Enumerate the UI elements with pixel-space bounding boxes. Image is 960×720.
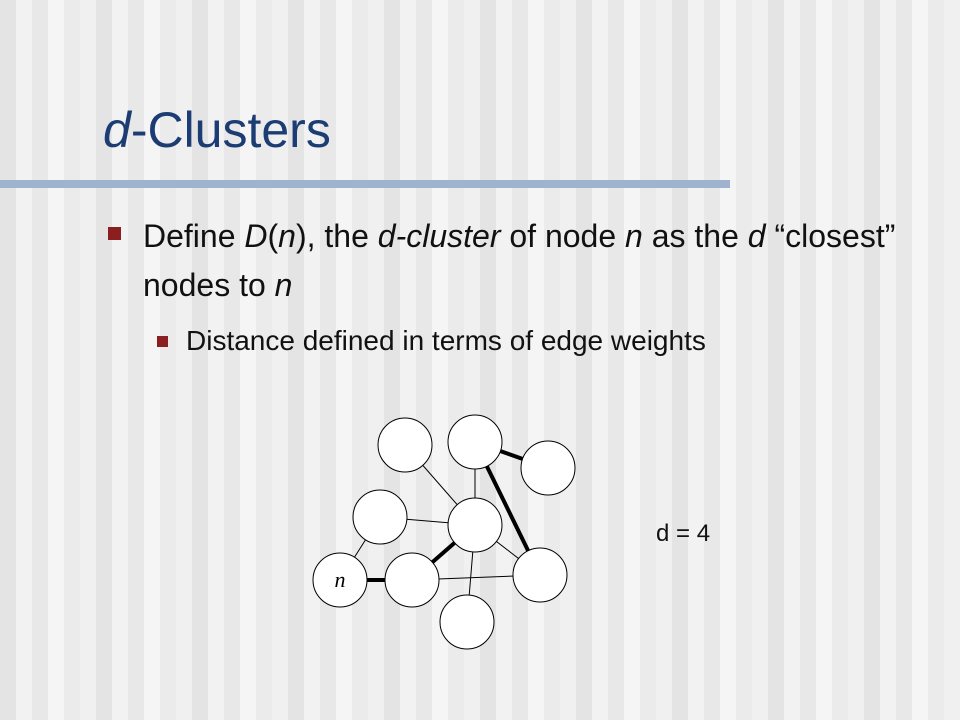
background-stripe (720, 0, 736, 720)
background-stripe (880, 0, 896, 720)
sub-bullet-text: Distance defined in terms of edge weight… (186, 325, 706, 356)
background-stripe (816, 0, 832, 720)
background-stripe (768, 0, 784, 720)
graph-node (439, 594, 495, 650)
background-stripe (800, 0, 816, 720)
title-italic-d: d (103, 102, 131, 158)
background-stripe (944, 0, 960, 720)
main-bullet-text: Define D(n), the d-cluster of node n as … (143, 212, 943, 310)
background-stripe (752, 0, 768, 720)
background-stripe (592, 0, 608, 720)
slide-title: d-Clusters (103, 100, 331, 160)
background-stripe (656, 0, 672, 720)
background-stripe (16, 0, 32, 720)
sub-bullet-square-icon (157, 336, 168, 347)
background-stripe (704, 0, 720, 720)
background-stripe (640, 0, 656, 720)
bullet-segment: D (244, 218, 268, 254)
graph-node (377, 417, 433, 473)
background-stripe (832, 0, 848, 720)
background-stripe (928, 0, 944, 720)
background-stripe (912, 0, 928, 720)
background-stripe (64, 0, 80, 720)
graph-node (447, 497, 503, 553)
bullet-segment: ( (267, 218, 279, 254)
graph-node (447, 414, 503, 470)
background-stripe (784, 0, 800, 720)
background-stripe (864, 0, 880, 720)
bullet-segment: as the (642, 218, 748, 254)
background-stripe (672, 0, 688, 720)
bullet-segment: d (747, 218, 766, 254)
background-stripe (32, 0, 48, 720)
background-stripe (80, 0, 96, 720)
title-text: -Clusters (130, 102, 331, 158)
background-stripe (688, 0, 704, 720)
bullet-segment: ), the (295, 218, 378, 254)
bullet-segment: of node (500, 218, 626, 254)
graph-node (352, 489, 408, 545)
bullet-square-icon (108, 227, 121, 240)
bullet-segment: n (274, 267, 293, 303)
background-stripe (624, 0, 640, 720)
bullet-segment: d-cluster (377, 218, 501, 254)
background-stripe (608, 0, 624, 720)
background-stripe (848, 0, 864, 720)
bullet-segment: n (278, 218, 296, 254)
d-value-label: d = 4 (656, 520, 711, 547)
start-node (312, 552, 368, 608)
cluster-graph: n (312, 414, 576, 650)
background-stripe (0, 0, 16, 720)
bullet-segment: Define (143, 218, 245, 254)
bullet-segment: n (625, 218, 643, 254)
background-stripe (48, 0, 64, 720)
background-stripe (736, 0, 752, 720)
graph-node (384, 552, 440, 608)
graph-node (520, 440, 576, 496)
background-stripe (896, 0, 912, 720)
bullet-segment: “closest” nodes to (143, 218, 896, 303)
graph-node (512, 547, 568, 603)
node-label: n (335, 567, 346, 592)
title-underline (0, 180, 730, 188)
